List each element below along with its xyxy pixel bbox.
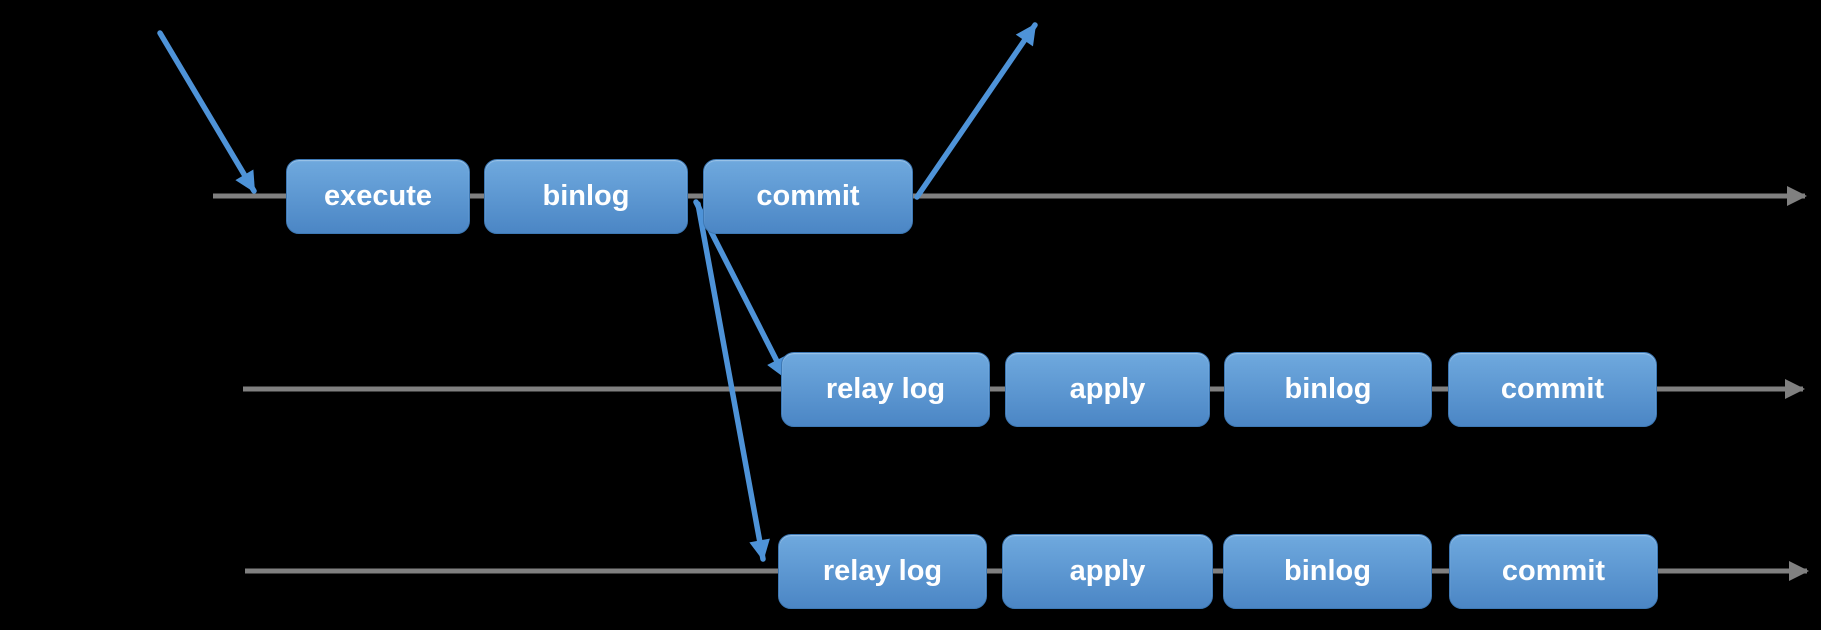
replication-arrow-row3 (695, 201, 770, 562)
row2-apply-node: apply (1005, 352, 1210, 427)
row3-binlog-node: binlog (1223, 534, 1432, 609)
outgoing-arrow (914, 22, 1038, 200)
row2-binlog-node: binlog (1224, 352, 1432, 427)
incoming-arrow (157, 30, 257, 194)
row2-relay-log-node: relay log (781, 352, 990, 427)
row3-commit-node: commit (1449, 534, 1658, 609)
row1-execute-node: execute (286, 159, 470, 234)
row2-commit-node: commit (1448, 352, 1657, 427)
row3-apply-node: apply (1002, 534, 1213, 609)
row1-commit-node: commit (703, 159, 913, 234)
row1-binlog-node: binlog (484, 159, 688, 234)
row3-relay-log-node: relay log (778, 534, 987, 609)
